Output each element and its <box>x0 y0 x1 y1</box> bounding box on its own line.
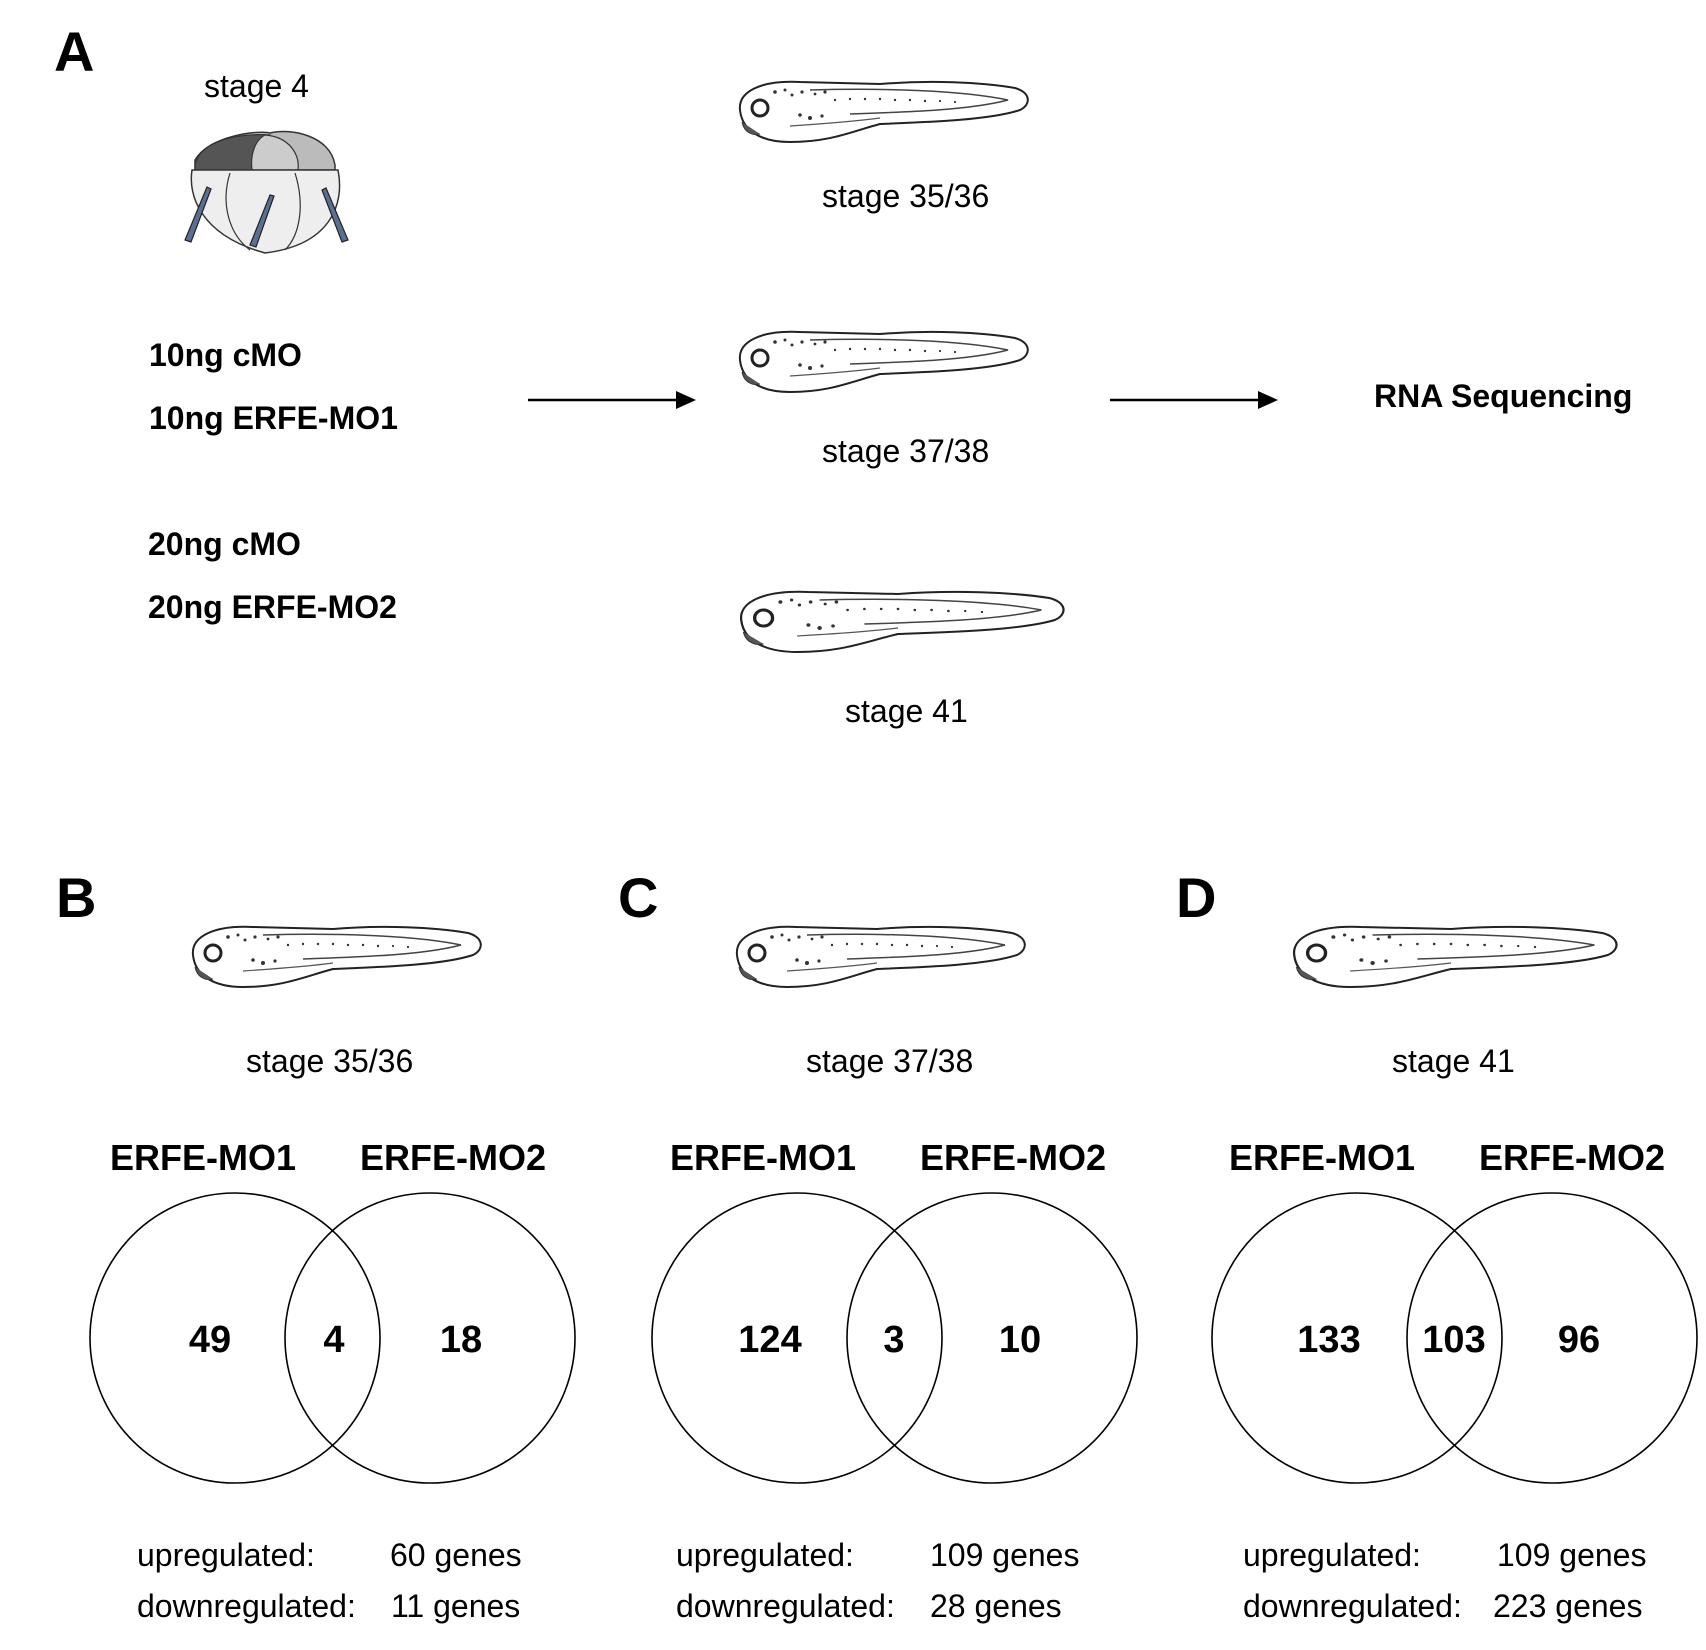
panel-d-set-label-mo2: ERFE-MO2 <box>1479 1137 1666 1178</box>
panel-d-count-overlap: 103 <box>1422 1319 1486 1361</box>
panel-c-set-label-mo1: ERFE-MO1 <box>670 1137 857 1178</box>
panel-b-stage: stage 35/36 <box>246 1043 414 1079</box>
panel-b-count-mo1-only: 49 <box>188 1319 232 1361</box>
panel-b-count-mo2-only: 18 <box>439 1319 483 1361</box>
panel-c-set-label-mo2: ERFE-MO2 <box>920 1137 1107 1178</box>
venn-circle-mo2 <box>1406 1192 1698 1484</box>
panel-c-upregulated-label: upregulated: <box>676 1537 854 1573</box>
venn-circle-mo1 <box>651 1192 943 1484</box>
panel-d-downregulated-value: 223 genes <box>1493 1588 1643 1624</box>
tadpole-illustration-41 <box>739 590 1066 654</box>
panel-b-downregulated-value: 11 genes <box>391 1588 521 1624</box>
tadpole-illustration-37-38 <box>738 330 1030 394</box>
rna-sequencing-label: RNA Sequencing <box>1374 378 1633 414</box>
injection-needle-2 <box>249 194 275 248</box>
venn-circle-mo1 <box>89 1192 381 1484</box>
tadpole-illustration-35-36 <box>738 80 1030 144</box>
venn-circle-mo2 <box>284 1192 576 1484</box>
panel-c-upregulated-value: 109 genes <box>930 1537 1080 1573</box>
panel-d-upregulated-label: upregulated: <box>1243 1537 1421 1573</box>
arrow-right-icon <box>1110 391 1278 409</box>
panel-d-downregulated-label: downregulated: <box>1243 1588 1462 1624</box>
egg-stage-label: stage 4 <box>204 68 309 104</box>
injection-20ng-erfe-mo2: 20ng ERFE-MO2 <box>148 589 397 625</box>
stage4-embryo-illustration <box>184 130 349 254</box>
panel-b-venn-diagram <box>89 1192 576 1484</box>
arrow-right-icon <box>528 391 696 409</box>
panel-b-upregulated-label: upregulated: <box>137 1537 315 1573</box>
injection-needle-3 <box>321 187 349 243</box>
panel-c-stage: stage 37/38 <box>806 1043 974 1079</box>
panel-c-count-overlap: 3 <box>883 1319 905 1361</box>
panel-d-upregulated-value: 109 genes <box>1497 1537 1647 1573</box>
panel-c-count-mo2-only: 10 <box>998 1319 1042 1361</box>
panel-b-set-label-mo2: ERFE-MO2 <box>360 1137 547 1178</box>
panel-b-letter: B <box>56 866 97 929</box>
injection-20ng-cmo: 20ng cMO <box>148 526 301 562</box>
panel-d-set-label-mo1: ERFE-MO1 <box>1229 1137 1416 1178</box>
tadpole-illustration-c <box>735 925 1027 989</box>
panel-c-letter: C <box>618 866 659 929</box>
tadpole-illustration-d <box>1292 925 1619 989</box>
panel-a-letter: A <box>54 20 95 83</box>
tadpole-illustration-b <box>191 925 483 989</box>
panel-b-count-overlap: 4 <box>323 1319 345 1361</box>
panel-c-downregulated-value: 28 genes <box>930 1588 1062 1624</box>
panel-c-downregulated-label: downregulated: <box>676 1588 895 1624</box>
panel-c-count-mo1-only: 124 <box>738 1319 802 1361</box>
panel-b-set-label-mo1: ERFE-MO1 <box>110 1137 297 1178</box>
panel-d-count-mo2-only: 96 <box>1557 1319 1601 1361</box>
venn-circle-mo2 <box>846 1192 1138 1484</box>
panel-d-letter: D <box>1176 866 1217 929</box>
venn-circle-mo1 <box>1211 1192 1503 1484</box>
panel-c-venn-diagram <box>651 1192 1138 1484</box>
injection-needle-1 <box>184 186 212 243</box>
panel-d-count-mo1-only: 133 <box>1297 1319 1361 1361</box>
stage-label-41: stage 41 <box>845 693 968 729</box>
stage-label-35-36: stage 35/36 <box>822 178 990 214</box>
panel-d-stage: stage 41 <box>1392 1043 1515 1079</box>
injection-10ng-erfe-mo1: 10ng ERFE-MO1 <box>149 400 398 436</box>
panel-b-downregulated-label: downregulated: <box>137 1588 356 1624</box>
panel-d-venn-diagram <box>1211 1192 1698 1484</box>
injection-10ng-cmo: 10ng cMO <box>149 337 302 373</box>
panel-b-upregulated-value: 60 genes <box>390 1537 522 1573</box>
stage-label-37-38: stage 37/38 <box>822 433 990 469</box>
